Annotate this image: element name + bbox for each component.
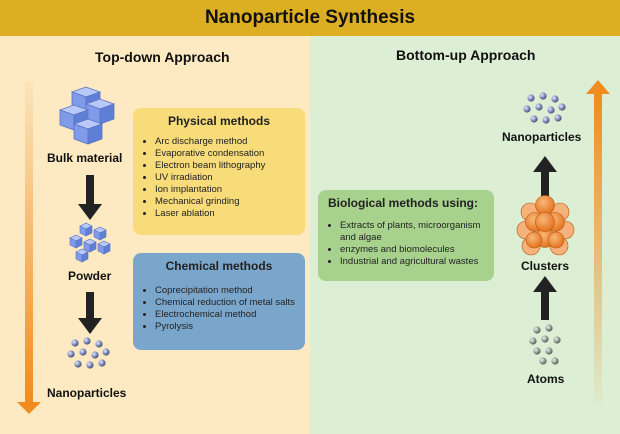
list-item: Pyrolysis [155, 321, 295, 333]
list-item: Extracts of plants, microorganism and al… [340, 220, 484, 244]
list-item: Chemical reduction of metal salts [155, 297, 295, 309]
atoms-icon [529, 324, 561, 365]
clusters-icon [516, 195, 575, 256]
bulk-cube-icon [58, 86, 116, 145]
clusters-label: Clusters [521, 259, 570, 273]
list-item: Arc discharge method [155, 136, 295, 148]
list-item: UV irradiation [155, 172, 295, 184]
nanoparticles-right-icon [523, 92, 566, 124]
bottom-up-arrow [586, 80, 610, 402]
list-item: Evaporative condensation [155, 148, 295, 160]
list-item: enzymes and biomolecules [340, 244, 484, 256]
nanoparticles-left-label: Nanoparticles [47, 386, 127, 400]
list-item: Electron beam lithography [155, 160, 295, 172]
chemical-methods-box: Chemical methods Coprecipitation method … [133, 253, 305, 350]
top-down-arrow [17, 82, 41, 414]
atoms-label: Atoms [527, 372, 565, 386]
biological-methods-box: Biological methods using: Extracts of pl… [318, 190, 494, 281]
bottom-up-heading: Bottom-up Approach [396, 47, 536, 63]
biological-methods-title: Biological methods using: [328, 196, 479, 210]
list-item: Electrochemical method [155, 309, 295, 321]
chemical-methods-list: Coprecipitation method Chemical reductio… [143, 285, 295, 333]
diagram-title: Nanoparticle Synthesis [0, 0, 620, 36]
bulk-material-label: Bulk material [47, 151, 123, 165]
powder-icon [69, 222, 111, 263]
arrow-bulk-to-powder [78, 175, 102, 220]
top-down-panel [0, 36, 310, 434]
nanoparticles-left-icon [67, 337, 110, 369]
list-item: Laser ablation [155, 208, 295, 220]
arrow-powder-to-nano [78, 292, 102, 334]
biological-methods-list: Extracts of plants, microorganism and al… [328, 220, 484, 268]
physical-methods-box: Physical methods Arc discharge method Ev… [133, 108, 305, 235]
list-item: Industrial and agricultural wastes [340, 256, 484, 268]
physical-methods-title: Physical methods [167, 114, 271, 128]
list-item: Coprecipitation method [155, 285, 295, 297]
list-item: Ion implantation [155, 184, 295, 196]
nanoparticles-right-label: Nanoparticles [502, 130, 582, 144]
top-down-heading: Top-down Approach [95, 49, 230, 65]
arrow-atoms-to-clusters [533, 276, 557, 320]
arrow-clusters-to-nano [533, 156, 557, 196]
powder-label: Powder [68, 269, 112, 283]
list-item: Mechanical grinding [155, 196, 295, 208]
chemical-methods-title: Chemical methods [165, 259, 273, 273]
physical-methods-list: Arc discharge method Evaporative condens… [143, 136, 295, 220]
